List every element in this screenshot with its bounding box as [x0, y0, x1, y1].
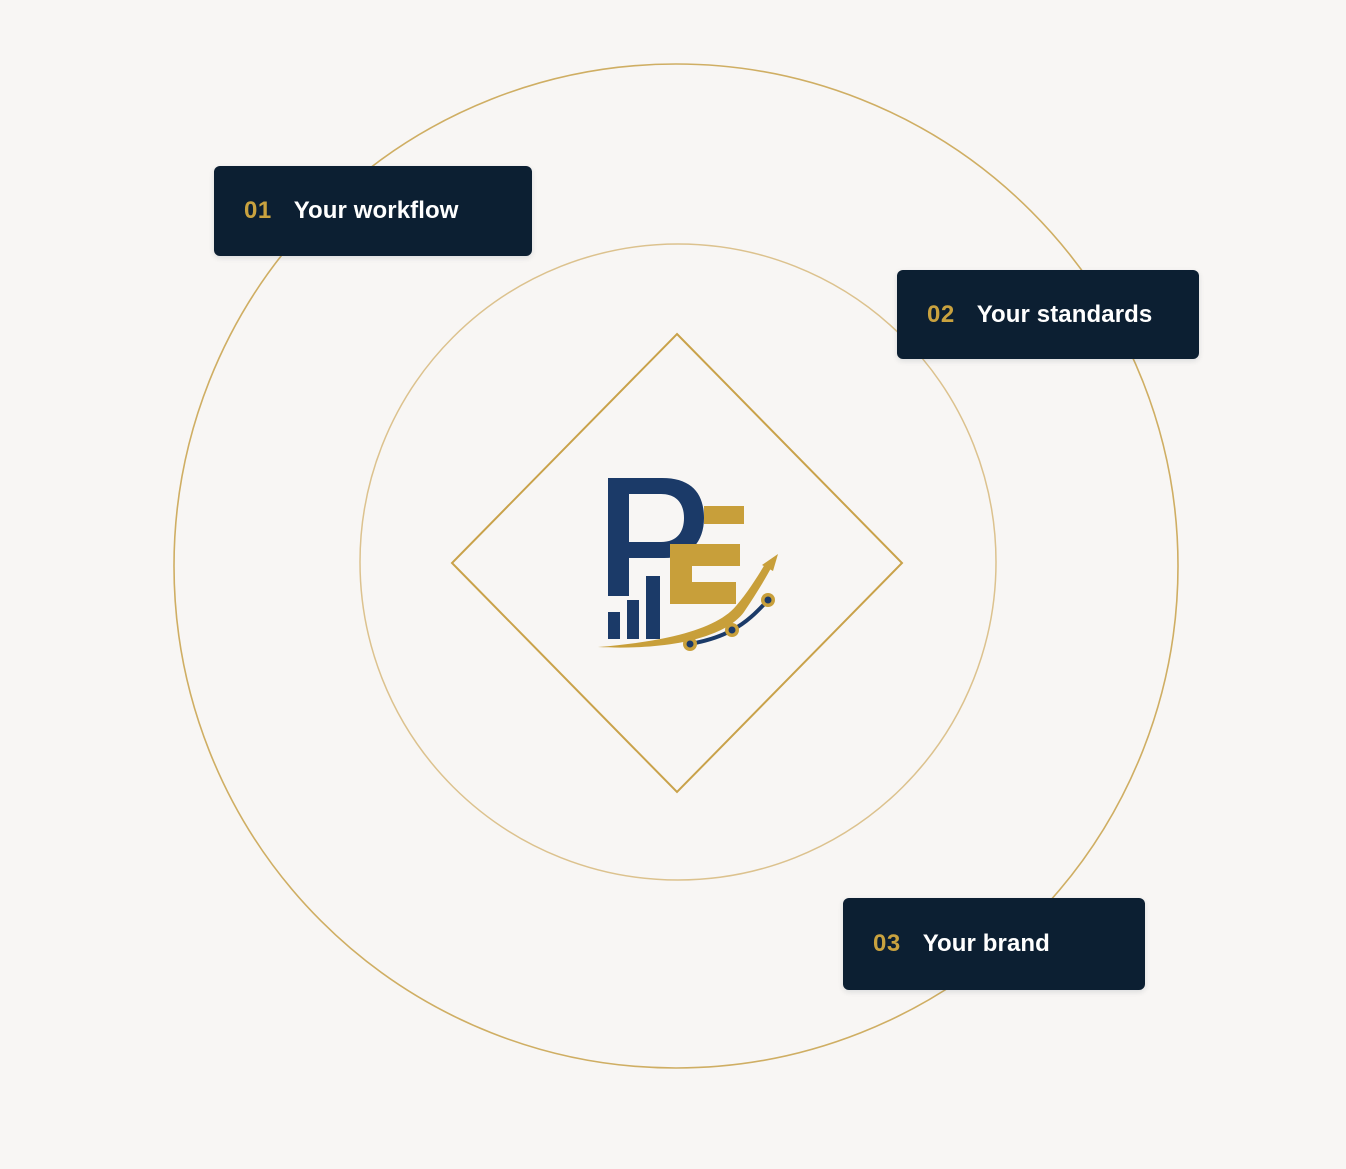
step-label: Your standards — [976, 300, 1153, 328]
step-card-workflow: 01 Your workflow — [214, 166, 532, 256]
step-card-standards: 02 Your standards — [897, 270, 1199, 359]
logo-p-bowl — [629, 478, 704, 558]
center-diamond — [450, 332, 904, 794]
step-card-brand: 03 Your brand — [843, 898, 1145, 990]
outer-ring — [173, 63, 1179, 1069]
step-label: Your workflow — [293, 197, 459, 224]
logo-point-1-core — [686, 640, 694, 648]
logo-swoosh — [598, 564, 772, 648]
step-number: 03 — [873, 930, 901, 957]
step-number: 02 — [927, 300, 955, 328]
step-label: Your brand — [922, 930, 1050, 957]
logo-e-bottom — [692, 582, 736, 604]
logo-bar-3 — [646, 576, 660, 639]
pe-growth-logo-icon — [598, 478, 778, 651]
logo-point-2-core — [728, 626, 736, 634]
inner-ring — [359, 243, 997, 881]
step-number: 01 — [244, 197, 272, 224]
logo-point-3-core — [764, 596, 772, 604]
logo-arrow-head — [762, 554, 778, 571]
logo-bar-2 — [627, 600, 639, 639]
logo-bar-1 — [608, 612, 620, 639]
logo-e-top — [704, 506, 744, 524]
logo-e-middle — [670, 544, 740, 566]
logo-p-stem — [608, 478, 629, 596]
